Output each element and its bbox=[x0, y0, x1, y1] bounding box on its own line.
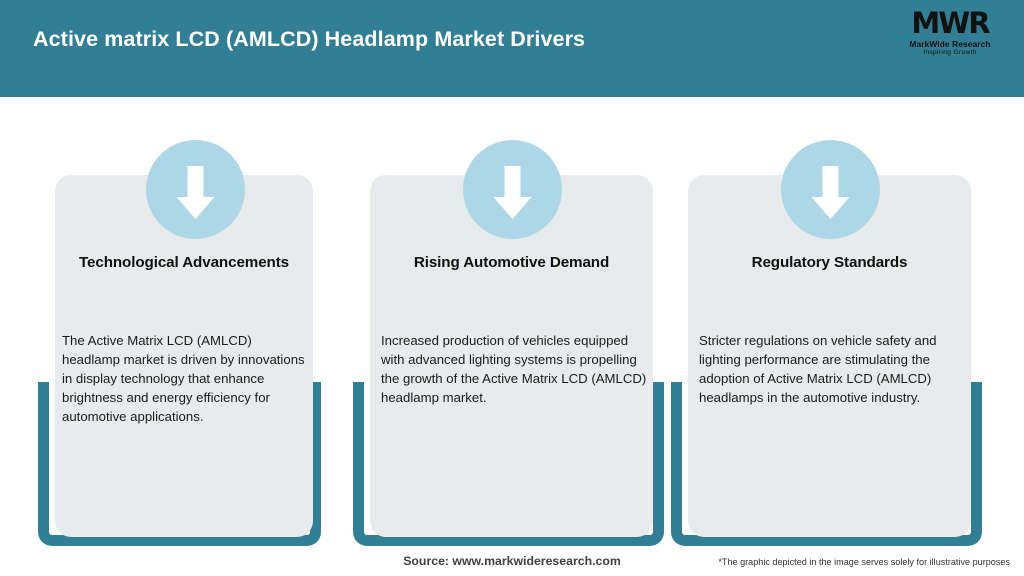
card-1-body: The Active Matrix LCD (AMLCD) headlamp m… bbox=[62, 333, 305, 424]
card-2-body: Increased production of vehicles equippe… bbox=[381, 333, 647, 405]
card-1-icon-circle bbox=[146, 140, 245, 239]
brand-logo: MWR MarkWide Research Inspiring Growth bbox=[894, 8, 1006, 60]
card-3-panel bbox=[688, 175, 971, 537]
card-1-teal-backing bbox=[38, 382, 321, 546]
page-title: Active matrix LCD (AMLCD) Headlamp Marke… bbox=[33, 27, 586, 51]
card-2-icon-circle bbox=[463, 140, 562, 239]
card-3-teal-backing bbox=[671, 382, 982, 546]
footer-source-text: Source: www.markwideresearch.com bbox=[403, 554, 621, 568]
header-banner: Active matrix LCD (AMLCD) Headlamp Marke… bbox=[0, 0, 1024, 97]
card-3-title: Regulatory Standards bbox=[751, 254, 908, 271]
card-1-panel bbox=[55, 175, 313, 537]
card-3-icon-circle bbox=[781, 140, 880, 239]
logo-tagline: Inspiring Growth bbox=[923, 49, 977, 56]
arrow-down-icon bbox=[493, 166, 532, 219]
logo-company-name: MarkWide Research bbox=[909, 39, 991, 49]
card-2-panel bbox=[370, 175, 653, 537]
arrow-down-icon bbox=[811, 166, 850, 219]
footer-disclaimer-text: *The graphic depicted in the image serve… bbox=[718, 557, 1010, 567]
card-2-teal-backing bbox=[353, 382, 664, 546]
logo-mark-text: MWR bbox=[911, 6, 990, 40]
arrow-down-icon bbox=[176, 166, 215, 219]
card-3-body: Stricter regulations on vehicle safety a… bbox=[699, 333, 937, 405]
card-2-title: Rising Automotive Demand bbox=[413, 254, 610, 271]
card-1-title: Technological Advancements bbox=[78, 254, 290, 271]
